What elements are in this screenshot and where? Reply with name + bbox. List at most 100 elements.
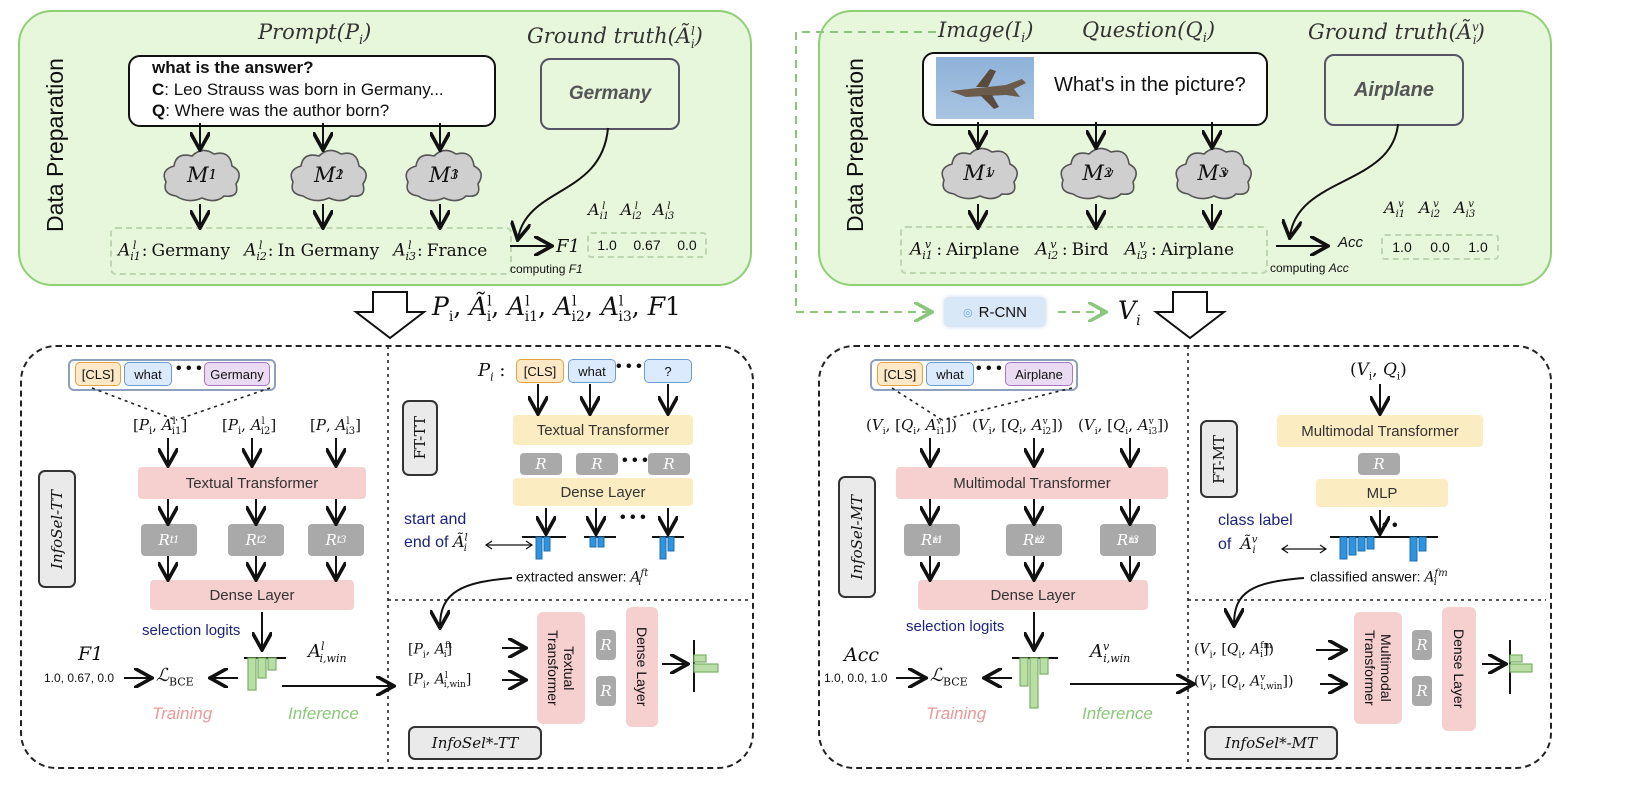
mt-input-3: (Vi, [Qi, Avi3]) [1078,416,1169,437]
mt-inference-label: Inference [1082,704,1153,723]
cloud-icon [1060,147,1137,200]
infosel-star-mt-box: InfoSel*-MT [1204,726,1338,760]
star-tt-dense: Dense Layer [626,607,658,727]
mt-selection-logits: selection logits [906,618,1005,635]
right-answer-2: Bird [1071,240,1109,260]
ft-r-1: R [520,453,562,475]
right-score-2: 0.0 [1430,239,1450,255]
hollow-arrow-left [353,291,427,340]
left-score-headers: Ai1l Ai2l Ai3l [588,200,675,223]
ft-mt-class-label-1: class label [1218,512,1293,529]
rcnn-label: R-CNN [978,303,1027,321]
right-question-header: Question(Qi) [1082,18,1216,47]
ft-mt-classified: classified answer: Afmi [1310,568,1448,589]
star-tt-transformer: Textual Transformer [537,612,585,724]
right-answer-row: Ai1v : Airplane Ai2v : Bird Ai3v : Airpl… [900,226,1268,274]
star-mt-r-1: R [1412,630,1432,660]
tt-input-3: [P, Ali3] [310,416,361,437]
tt-inference-label: Inference [288,704,359,723]
tt-textual-transformer: Textual Transformer [138,467,366,499]
right-ground-truth-box: Airplane [1324,54,1464,126]
ft-tt-box: FT-TT [402,400,438,476]
mt-input-2: (Vi, [Qi, Avi2]) [972,416,1063,437]
mt-token-airplane: Airplane [1005,362,1073,386]
ft-start-end-2: end of Ãli [404,532,468,555]
tt-metric-values: 1.0, 0.67, 0.0 [44,671,115,685]
star-tt-r-2: R [596,676,616,706]
mt-token-what: what [926,362,974,386]
ft-start-end-1: start and [404,511,467,528]
svg-text:• •: • • [1382,517,1398,534]
left-transfer-label: Pi, Ãli, Ali1, Ali2, Ali3, F1 [432,292,681,325]
right-method-panel [818,345,1552,769]
cloud-icon [163,149,240,202]
left-ground-truth-box: Germany [540,58,680,130]
ft-mt-r: R [1358,453,1400,475]
left-score-row: 1.0 0.67 0.0 [587,232,707,258]
token-ellipsis: • • • [176,360,202,377]
left-score-1: 1.0 [597,237,617,253]
ft-r-3: R [648,453,690,475]
ft-token-question: ? [644,359,692,383]
rcnn-icon: ◎ [963,306,973,319]
star-tt-input-1: [Pi, Afti] [408,641,453,661]
right-answer-1: Airplane [946,240,1020,260]
left-answer-3: France [426,241,488,261]
left-score-2: 0.67 [633,237,661,253]
tt-winner: Ali,win [308,640,347,665]
airplane-image [936,57,1034,119]
cloud-icon [1175,147,1252,200]
ft-input-prefix: Pi : [478,360,506,384]
prompt-c-marker: C [152,80,165,99]
right-answer-3: Airplane [1160,240,1235,260]
tt-metric: F1 [78,643,104,665]
right-score-headers: Ai1v Ai2v Ai3v [1384,198,1476,221]
prompt-line-1: what is the answer? [152,58,314,77]
mt-token-ellipsis: • • • [976,360,1002,377]
right-computing-label: computing Acc [1270,261,1349,275]
right-score-3: 1.0 [1468,239,1488,255]
star-mt-dense: Dense Layer [1442,607,1476,731]
prompt-c-text: : Leo Strauss was born in Germany... [164,80,444,99]
tt-input-2: [Pi, Ali2] [222,416,277,437]
prompt-q-marker: Q [152,101,166,120]
ft-token-what: what [568,359,616,383]
cloud-icon [405,149,482,202]
token-germany: Germany [204,362,270,386]
right-metric-label: Acc [1338,234,1364,251]
token-cls: [CLS] [75,362,121,386]
right-score-row: 1.0 0.0 1.0 [1381,234,1499,260]
mt-training-label: Training [926,704,987,723]
left-metric-label: F1 [556,236,580,257]
prompt-q-text: : Where was the author born? [165,101,390,120]
ft-textual-transformer: Textual Transformer [513,415,693,445]
right-gt-header: Ground truth(Ãvi) [1308,20,1485,48]
cloud-icon [290,149,367,202]
mt-multimodal-transformer: Multimodal Transformer [896,467,1168,499]
mt-input-1: (Vi, [Qi, Avi1]) [866,416,957,437]
star-mt-r-2: R [1412,676,1432,706]
ft-r-ellipsis: • • • [622,452,648,469]
ft-mt-box: FT-MT [1200,420,1238,498]
left-answer-1: Germany [151,241,231,261]
left-answer-row: Ai1l : Germany Ai2l : In Germany Ai3l : … [110,227,512,275]
left-prompt-header: Prompt(Pi) [258,20,372,49]
left-computing-label: computing F1 [510,262,583,276]
ft-token-ellipsis: • • • [616,358,642,375]
tt-dense-layer: Dense Layer [150,580,354,610]
gt-arrow-left [518,127,609,238]
ft-mt-input: (Vi, Qi) [1350,360,1407,383]
infosel-tt-box: InfoSel-TT [38,470,76,588]
tt-training-label: Training [152,704,213,723]
prompt-line-3: Q: Where was the author born? [152,101,389,121]
right-transfer-label: Vi [1118,296,1141,329]
